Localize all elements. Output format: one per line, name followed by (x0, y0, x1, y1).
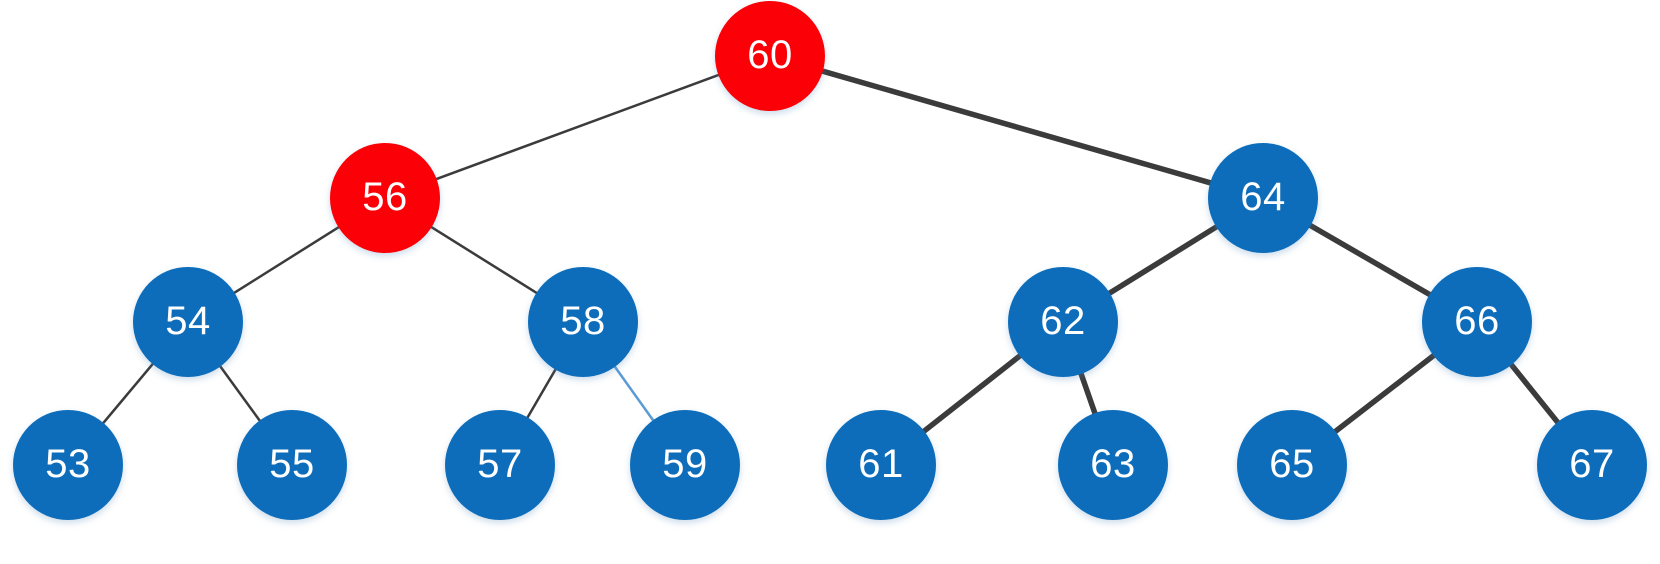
tree-node[interactable]: 53 (13, 410, 123, 520)
tree-node-label: 62 (1040, 299, 1086, 343)
tree-node-label: 66 (1454, 299, 1500, 343)
tree-node[interactable]: 63 (1058, 410, 1168, 520)
tree-node[interactable]: 67 (1537, 410, 1647, 520)
tree-node[interactable]: 58 (528, 267, 638, 377)
tree-node-label: 63 (1090, 442, 1136, 486)
tree-node-label: 67 (1569, 442, 1615, 486)
tree-node[interactable]: 66 (1422, 267, 1532, 377)
tree-node-label: 57 (477, 442, 523, 486)
tree-edge (1078, 372, 1098, 415)
tree-edge (613, 365, 655, 422)
tree-node[interactable]: 55 (237, 410, 347, 520)
tree-node[interactable]: 62 (1008, 267, 1118, 377)
tree-edge (233, 225, 340, 295)
tree-edge (1107, 224, 1219, 296)
tree-node[interactable]: 64 (1208, 143, 1318, 253)
tree-node-label: 53 (45, 442, 91, 486)
tree-node[interactable]: 61 (826, 410, 936, 520)
tree-node-label: 59 (662, 442, 708, 486)
tree-edge (921, 353, 1023, 434)
tree-edge (218, 364, 262, 423)
tree-node-label: 60 (747, 33, 793, 77)
tree-node-label: 64 (1240, 175, 1286, 219)
tree-node[interactable]: 59 (630, 410, 740, 520)
tree-edge (1333, 352, 1436, 435)
tree-node[interactable]: 56 (330, 143, 440, 253)
tree-node-label: 55 (269, 442, 315, 486)
tree-edge (526, 368, 557, 419)
tree-node[interactable]: 60 (715, 1, 825, 111)
tree-node-label: 61 (858, 442, 904, 486)
tree-node-label: 58 (560, 299, 606, 343)
tree-edge (430, 225, 538, 295)
tree-node-label: 56 (362, 175, 408, 219)
tree-node[interactable]: 54 (133, 267, 243, 377)
tree-edge (1508, 362, 1561, 425)
tree-node-label: 54 (165, 299, 211, 343)
tree-edge (435, 73, 720, 181)
tree-node[interactable]: 65 (1237, 410, 1347, 520)
tree-node-label: 65 (1269, 442, 1315, 486)
tree-node[interactable]: 57 (445, 410, 555, 520)
tree-edge (1308, 222, 1432, 298)
tree-edge (821, 68, 1212, 186)
tree-edge (101, 362, 155, 425)
